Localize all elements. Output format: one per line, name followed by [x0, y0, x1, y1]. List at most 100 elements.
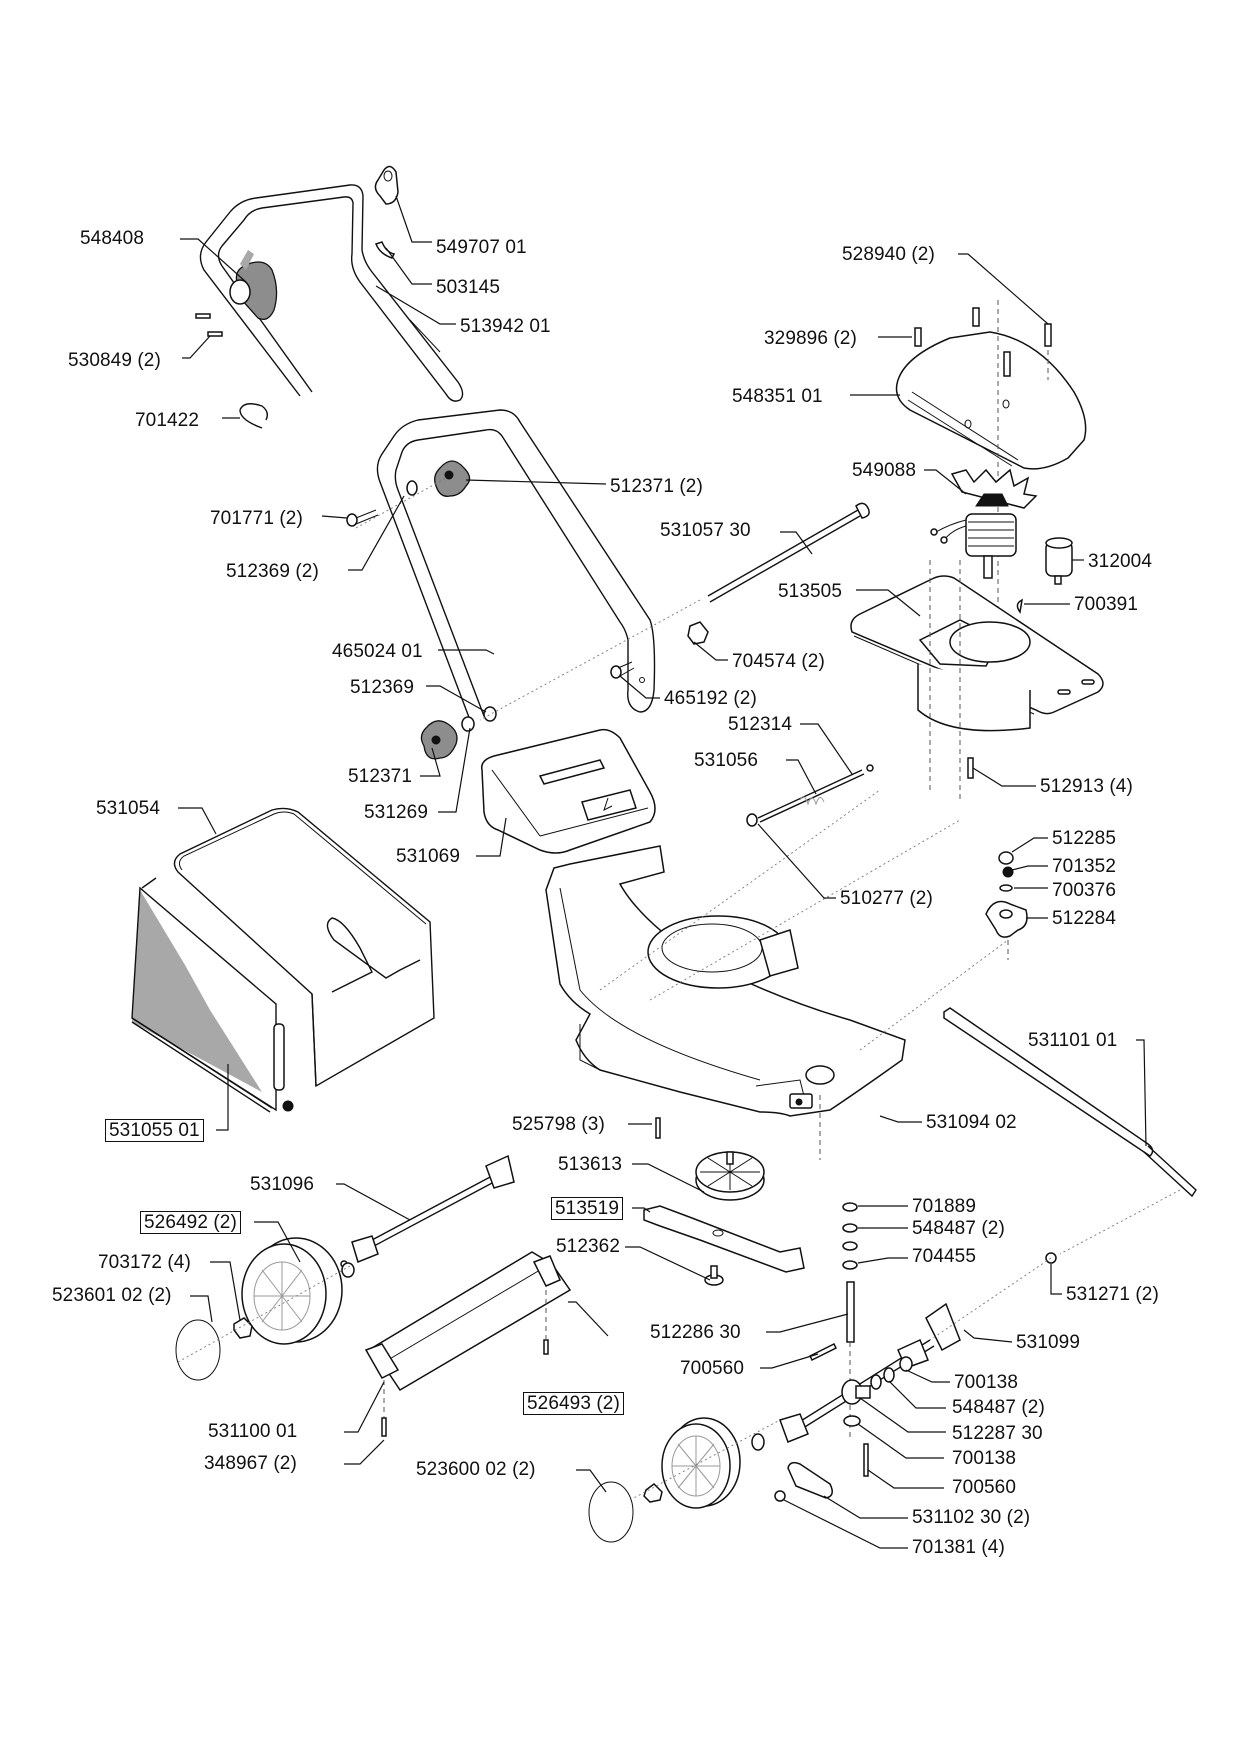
part-label: 528940 (2) [842, 244, 935, 265]
part-label: 701381 (4) [912, 1537, 1005, 1558]
part-label: 701352 [1052, 856, 1117, 877]
screw-348967b-part [543, 1339, 549, 1355]
part-label: 512287 30 [952, 1423, 1043, 1444]
upper-handle-part [199, 184, 464, 402]
spring-rod-part [746, 764, 874, 827]
part-label: 512362 [556, 1236, 621, 1257]
motor-part [930, 468, 1038, 579]
part-label: 701422 [135, 410, 200, 431]
part-label: 531271 (2) [1066, 1284, 1159, 1305]
split-pin-700560-lower-part [863, 1443, 869, 1477]
part-label: 512371 (2) [610, 476, 703, 497]
grass-bag-frame-part [173, 807, 435, 1088]
part-label: 312004 [1088, 551, 1153, 572]
fan-part [695, 1151, 765, 1201]
part-label: 700376 [1052, 880, 1117, 901]
front-wheel-part [643, 1417, 765, 1509]
part-label-boxed: 513519 [551, 1197, 624, 1220]
washer-512369-upper-part [406, 480, 418, 496]
mower-deck-part [545, 845, 906, 1117]
screw-701771-part [346, 509, 379, 527]
washer-531269-part [461, 716, 475, 732]
part-label: 512286 30 [650, 1322, 741, 1343]
bolt-512913-part [967, 757, 974, 779]
blade-part [643, 1205, 805, 1273]
part-label: 700138 [952, 1448, 1017, 1469]
lower-handle-part [376, 409, 656, 721]
part-label: 512369 (2) [226, 561, 319, 582]
part-label: 703172 (4) [98, 1252, 191, 1273]
switch-housing-part [229, 250, 278, 321]
part-label: 549707 01 [436, 237, 527, 258]
part-label-boxed: 531055 01 [105, 1119, 204, 1142]
motor-plate-part [850, 575, 1104, 732]
part-label: 510277 (2) [840, 888, 933, 909]
part-label: 531101 01 [1028, 1030, 1118, 1051]
washer-stack-part [842, 1202, 858, 1270]
part-label: 548487 (2) [912, 1218, 1005, 1239]
screw-525798-part [655, 1117, 661, 1139]
part-label: 503145 [436, 277, 501, 298]
part-label-boxed: 526493 (2) [523, 1392, 624, 1415]
part-label: 549088 [852, 460, 917, 481]
part-label: 513942 01 [460, 316, 551, 337]
clip-503145-part [375, 241, 396, 259]
bolt-530849-part [195, 313, 223, 337]
part-label: 523600 02 (2) [416, 1459, 536, 1480]
part-label: 531069 [396, 846, 461, 867]
part-label: 512284 [1052, 908, 1117, 929]
hubcap-523601-part [175, 1319, 221, 1381]
part-label: 348967 (2) [204, 1453, 297, 1474]
motor-cover-part [895, 331, 1087, 470]
key-700391-part [1016, 598, 1023, 614]
blade-bolt-part [704, 1265, 724, 1286]
part-label: 531099 [1016, 1332, 1081, 1353]
part-label: 513613 [558, 1154, 623, 1175]
cable-ring-part [239, 403, 269, 429]
knob-512371-upper-part [434, 460, 471, 497]
bolt-465192-part [610, 661, 635, 679]
part-label: 704574 (2) [732, 651, 825, 672]
capacitor-part [1045, 537, 1073, 585]
front-axle-part [779, 1302, 961, 1443]
rear-wheel-part [241, 1237, 355, 1345]
part-label: 513505 [778, 581, 843, 602]
height-bracket-part [787, 1461, 833, 1499]
height-knob-stack-part [985, 851, 1028, 938]
part-label: 531054 [96, 798, 161, 819]
chute-cover-part [481, 728, 656, 854]
part-label: 701889 [912, 1196, 977, 1217]
part-label: 531094 02 [926, 1112, 1017, 1133]
part-label: 512285 [1052, 828, 1117, 849]
part-label: 523601 02 (2) [52, 1285, 172, 1306]
part-label: 465192 (2) [664, 688, 757, 709]
part-label: 531100 01 [208, 1421, 298, 1442]
part-label: 530849 (2) [68, 350, 161, 371]
part-label: 531056 [694, 750, 759, 771]
nut-703172-part [233, 1317, 253, 1339]
part-label: 531102 30 (2) [912, 1507, 1031, 1528]
screw-348967-part [381, 1417, 387, 1437]
part-label: 700560 [952, 1477, 1017, 1498]
part-label: 701771 (2) [210, 508, 303, 529]
shaft-512286-part [846, 1281, 855, 1343]
part-label: 700391 [1074, 594, 1139, 615]
part-label: 512371 [348, 766, 413, 787]
part-label: 531096 [250, 1174, 315, 1195]
part-label-boxed: 526492 (2) [140, 1211, 241, 1234]
rear-axle-part [340, 1154, 515, 1268]
part-label: 531269 [364, 802, 429, 823]
tie-rod-part [707, 502, 870, 603]
washer-512369-lower-part [483, 706, 497, 722]
split-pin-700560-upper-part [808, 1342, 838, 1362]
part-label: 548487 (2) [952, 1397, 1045, 1418]
rear-flap-part [364, 1251, 572, 1392]
part-label: 700138 [954, 1372, 1019, 1393]
hubcap-523600-part [588, 1481, 634, 1543]
bolt-701381-part [774, 1490, 786, 1502]
part-label: 548408 [80, 228, 145, 249]
part-label: 512314 [728, 714, 793, 735]
part-label: 531057 30 [660, 520, 751, 541]
part-label: 525798 (3) [512, 1114, 605, 1135]
